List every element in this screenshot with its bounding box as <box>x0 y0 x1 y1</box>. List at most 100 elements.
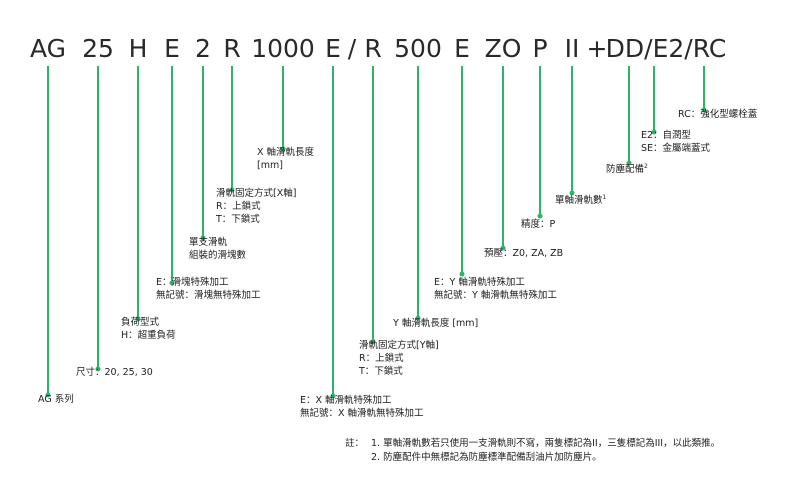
label-series: AG 系列 <box>38 393 74 406</box>
leader-dot <box>280 146 286 152</box>
label-rail-count: 單軸滑軌數1 <box>555 194 606 207</box>
leader-y-length <box>417 66 419 318</box>
code-series: AG <box>29 34 67 63</box>
label-load: 負荷型式 H：超重負荷 <box>121 316 176 342</box>
leader-x-fix <box>231 66 233 190</box>
leader-dot <box>500 245 506 251</box>
label-y-length: Y 軸滑軌長度 [mm] <box>393 317 478 330</box>
code-slash: / <box>347 34 357 63</box>
label-line: 預壓：Z0, ZA, ZB <box>484 248 564 259</box>
label-line: 滑軌固定方式[X軸] <box>216 188 297 199</box>
label-y-fix: 滑軌固定方式[Y軸] R：上鎖式 T：下鎖式 <box>359 339 439 378</box>
footnote-text: 1. 單軸滑軌數若只使用一支滑軌則不寫，兩隻標記為II，三隻標記為III，以此類… <box>371 438 721 449</box>
leader-dot <box>569 190 575 196</box>
label-line: SE：金屬端蓋式 <box>641 143 711 154</box>
leader-dot <box>537 213 543 219</box>
label-line: H：超重負荷 <box>121 330 176 341</box>
label-line: [mm] <box>257 160 283 171</box>
label-dust: 防塵配備2 <box>606 163 648 176</box>
footnotes: 註： 1. 單軸滑軌數若只使用一支滑軌則不寫，兩隻標記為II，三隻標記為III，以… <box>345 437 720 465</box>
leader-accuracy <box>539 66 541 216</box>
label-line: T：下鎖式 <box>359 366 403 377</box>
model-code: AG 25 H E 2 R 1000 E / R 500 E ZO P II +… <box>0 0 790 70</box>
leader-dot <box>370 339 376 345</box>
leader-dust <box>628 66 630 163</box>
code-y-fix: R <box>364 34 382 63</box>
code-x-option: E <box>325 34 341 63</box>
label-line: 負荷型式 <box>121 317 160 328</box>
code-x-length: 1000 <box>251 34 315 63</box>
label-block-option: E：滑塊特殊加工 無記號：滑塊無特殊加工 <box>156 276 261 302</box>
footnote-mark: 2 <box>644 162 648 170</box>
footnote-1: 註： 1. 單軸滑軌數若只使用一支滑軌則不寫，兩隻標記為II，三隻標記為III，以… <box>345 437 720 451</box>
label-line: RC：強化型螺栓蓋 <box>678 109 758 120</box>
code-block-count: 2 <box>195 34 211 63</box>
leader-dot <box>330 393 336 399</box>
label-line: 防塵配備 <box>606 164 645 175</box>
label-line: E：Y 軸滑軌特殊加工 <box>434 277 525 288</box>
label-rc: RC：強化型螺栓蓋 <box>678 108 757 121</box>
leader-y-option <box>461 66 463 274</box>
leader-dot <box>135 316 141 322</box>
code-rail-count: II <box>564 34 580 63</box>
label-line: R：上鎖式 <box>359 353 404 364</box>
footnote-2: 2. 防塵配件中無標記為防塵標準配備刮油片加防塵片。 <box>345 451 720 465</box>
footnote-text: 2. 防塵配件中無標記為防塵標準配備刮油片加防塵片。 <box>371 452 602 463</box>
code-dust-option: DD/E2/RC <box>605 34 727 63</box>
label-accuracy: 精度：P <box>521 218 555 231</box>
leader-preload <box>502 66 504 248</box>
leader-rc <box>703 66 705 110</box>
leader-e2 <box>653 66 655 132</box>
leader-dot <box>200 235 206 241</box>
leader-y-fix <box>372 66 374 342</box>
label-line: 單支滑軌 <box>189 237 228 248</box>
leader-load <box>137 66 139 319</box>
label-x-option: E：X 軸滑軌特殊加工 無記號：X 軸滑軌無特殊加工 <box>300 394 424 420</box>
code-size: 25 <box>82 34 114 63</box>
label-line: E：滑塊特殊加工 <box>156 277 229 288</box>
leader-block-option <box>171 66 173 283</box>
leader-size <box>97 66 99 369</box>
leader-dot <box>459 271 465 277</box>
code-y-option: E <box>454 34 470 63</box>
leader-dot <box>169 280 175 286</box>
label-x-length: X 軸滑軌長度 [mm] <box>257 146 314 172</box>
label-line: 滑軌固定方式[Y軸] <box>359 340 439 351</box>
label-line: 組裝的滑塊數 <box>189 250 247 261</box>
leader-dot <box>415 315 421 321</box>
label-y-option: E：Y 軸滑軌特殊加工 無記號：Y 軸滑軌無特殊加工 <box>434 276 557 302</box>
leader-dot <box>229 187 235 193</box>
label-line: AG 系列 <box>38 394 74 405</box>
label-line: 精度：P <box>521 219 556 230</box>
footnote-prefix: 註： <box>345 438 365 449</box>
label-preload: 預壓：Z0, ZA, ZB <box>484 247 563 260</box>
label-line: 單軸滑軌數 <box>555 195 603 206</box>
label-line: X 軸滑軌長度 <box>257 147 315 158</box>
leader-dot <box>701 107 707 113</box>
code-block-option: E <box>164 34 180 63</box>
leader-dot <box>45 392 51 398</box>
code-y-length: 500 <box>394 34 442 63</box>
label-line: R：上鎖式 <box>216 201 261 212</box>
label-block-count: 單支滑軌 組裝的滑塊數 <box>189 236 246 262</box>
footnote-mark: 1 <box>602 193 607 201</box>
label-line: 無記號：X 軸滑軌無特殊加工 <box>300 408 424 419</box>
label-line: E2：自潤型 <box>641 130 692 141</box>
label-line: 無記號：滑塊無特殊加工 <box>156 290 261 301</box>
label-x-fix: 滑軌固定方式[X軸] R：上鎖式 T：下鎖式 <box>216 187 296 226</box>
label-line: 無記號：Y 軸滑軌無特殊加工 <box>434 290 557 301</box>
label-line: E：X 軸滑軌特殊加工 <box>300 395 392 406</box>
code-x-fix: R <box>223 34 241 63</box>
label-end-cap: E2：自潤型 SE：金屬端蓋式 <box>641 129 710 155</box>
leader-x-length <box>282 66 284 149</box>
leader-dot <box>626 160 632 166</box>
label-line: Y 軸滑軌長度 [mm] <box>393 318 479 329</box>
label-size: 尺寸：20, 25, 30 <box>76 366 153 379</box>
code-plus: + <box>586 34 608 63</box>
leader-rail-count <box>571 66 573 193</box>
leader-x-option <box>332 66 334 396</box>
leader-dot <box>651 129 657 135</box>
code-load: H <box>128 34 148 63</box>
leader-series <box>47 66 49 395</box>
